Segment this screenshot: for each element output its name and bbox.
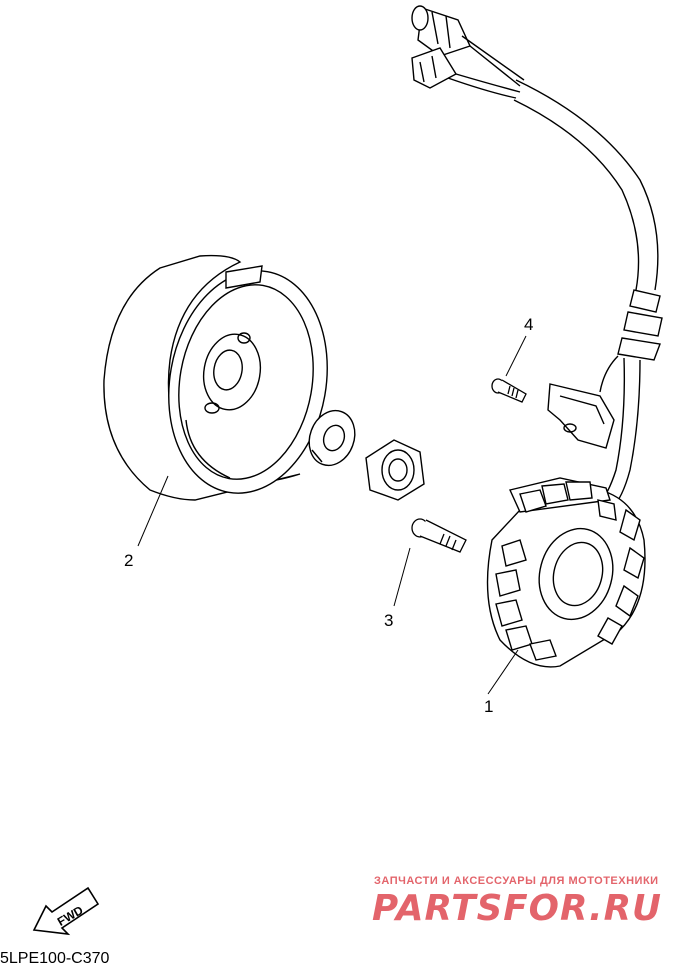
watermark: ЗАПЧАСТИ И АКСЕССУАРЫ ДЛЯ МОТОТЕХНИКИ PA… xyxy=(372,875,662,929)
stator-assembly xyxy=(486,477,646,668)
washer xyxy=(308,409,356,467)
stator-poles xyxy=(495,481,645,661)
watermark-brand: PARTSFOR.RU xyxy=(372,888,662,929)
wire-harness xyxy=(411,5,663,511)
leader-lines xyxy=(137,335,527,695)
callout-1: 1 xyxy=(484,697,493,716)
callout-4: 4 xyxy=(524,315,533,334)
rotor-flywheel xyxy=(103,254,328,501)
stator-bolt xyxy=(411,518,467,553)
watermark-tagline: ЗАПЧАСТИ И АКСЕССУАРЫ ДЛЯ МОТОТЕХНИКИ xyxy=(374,875,659,887)
callout-2: 2 xyxy=(124,551,133,570)
lead-clamp xyxy=(547,383,615,449)
diagram-code: 5LPE100-C370 xyxy=(0,950,110,967)
callout-3: 3 xyxy=(384,611,393,630)
fwd-arrow-icon xyxy=(32,886,100,936)
fwd-arrow: FWD xyxy=(32,886,100,936)
nut xyxy=(365,439,425,501)
lead-clamp-bolt xyxy=(491,378,527,403)
